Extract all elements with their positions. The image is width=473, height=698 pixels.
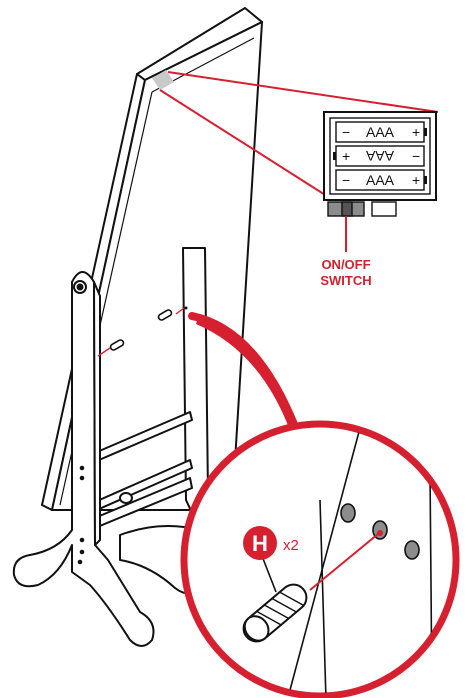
part-badge <box>243 526 277 560</box>
battery-cell: −AAA + <box>335 121 427 143</box>
callout-lines <box>159 71 439 199</box>
switch-label-line1: ON/OFF <box>321 257 370 272</box>
mirror-switch-patch <box>152 70 174 90</box>
on-off-switch <box>327 201 397 217</box>
switch-label-line2: SWITCH <box>320 273 371 288</box>
part-letter: H <box>252 531 268 556</box>
battery-label: AAA <box>365 148 394 164</box>
red-hole-marks <box>97 307 185 357</box>
dowel-marks <box>109 309 173 351</box>
dowel-part <box>242 583 308 643</box>
part-pointer-line <box>261 555 277 593</box>
dowel-insert-line <box>309 533 379 591</box>
part-quantity: x2 <box>283 537 299 554</box>
battery-cell: + AAA − <box>333 145 425 167</box>
battery-plus-sign: + <box>412 172 420 188</box>
battery-label: AAA <box>366 172 395 188</box>
magnifier-circle <box>180 420 460 698</box>
battery-cell: −AAA + <box>335 169 427 191</box>
battery-plus-sign: + <box>412 124 420 140</box>
battery-plus-sign: + <box>342 148 350 164</box>
battery-label: AAA <box>366 124 395 140</box>
battery-minus-sign: − <box>412 148 420 164</box>
battery-cells: −AAA++AAA−−AAA+ <box>333 121 427 191</box>
battery-minus-sign: − <box>342 172 350 188</box>
battery-minus-sign: − <box>342 124 350 140</box>
